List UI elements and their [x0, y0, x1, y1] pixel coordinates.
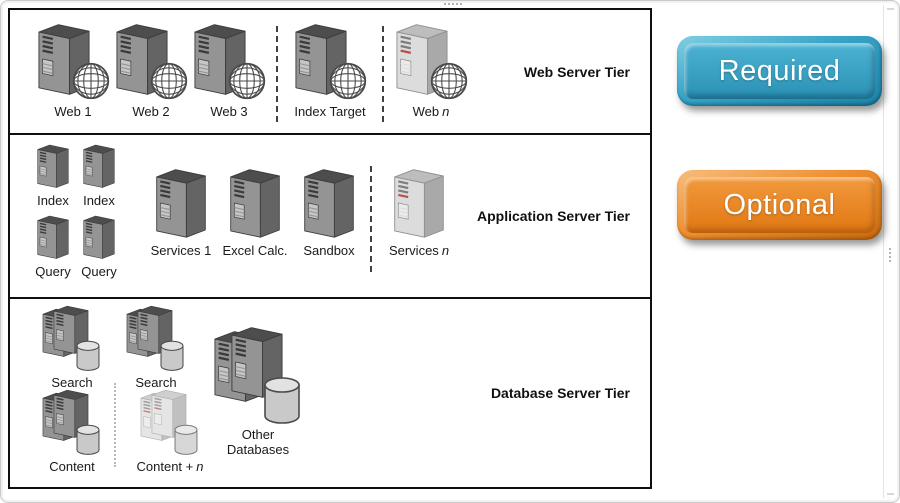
server-label: Content: [49, 459, 95, 474]
server-label: Web 2: [132, 104, 170, 119]
db-server-content-n: Content +n: [126, 387, 214, 475]
services-group: Services 1 Excel Calc. Sandbox: [144, 165, 366, 259]
required-button-label: Required: [718, 54, 841, 87]
server-index-2: Index: [76, 141, 122, 209]
tier-web-server: Web 1 Web 2 Web 3: [10, 10, 650, 133]
server-services-1: Services 1: [144, 165, 218, 259]
tier-label-web: Web Server Tier: [523, 63, 630, 80]
rail-tick-bottom: [887, 493, 894, 495]
server-label: Index Target: [294, 104, 366, 119]
server-web-2: Web 2: [112, 20, 190, 120]
tier-application-server: Index Index Query Query: [10, 133, 650, 297]
server-label: Other Databases: [226, 427, 290, 457]
index-query-group: Index Index Query Query: [30, 141, 122, 280]
server-label: Search: [135, 375, 177, 390]
server-label: Index: [83, 193, 115, 208]
database-server-icon: [42, 389, 100, 455]
splitter-grip-horizontal[interactable]: [444, 3, 462, 5]
server-label: Index: [37, 193, 69, 208]
deployment-diagram: Web 1 Web 2 Web 3: [8, 8, 652, 489]
server-label: Query: [81, 263, 117, 279]
server-label: Sandbox: [303, 243, 355, 258]
server-label: Services 1: [150, 243, 212, 258]
splitter-grip-vertical[interactable]: [889, 248, 891, 262]
tier-database-server: Search Search Content Content +n: [10, 297, 650, 487]
dashed-divider: [276, 26, 278, 122]
app-server-icon: [82, 215, 116, 260]
right-rail: [883, 5, 897, 498]
app-server-icon: [82, 144, 116, 189]
web-server-icon: [193, 23, 266, 100]
db-server-search-2: Search: [118, 303, 194, 391]
dotted-divider: [114, 383, 116, 467]
server-index-target: Index Target: [286, 20, 374, 120]
optional-button[interactable]: Optional: [677, 170, 882, 240]
server-query-1: Query: [30, 212, 76, 280]
server-label: Web 3: [210, 104, 248, 119]
server-label: Content +n: [136, 459, 204, 474]
server-web-3: Web 3: [190, 20, 268, 120]
rail-tick-top: [887, 8, 894, 10]
app-server-icon: [229, 168, 281, 239]
database-server-icon: [126, 305, 184, 371]
server-web-1: Web 1: [34, 20, 112, 120]
db-server-other-databases: Other Databases: [206, 323, 310, 458]
db-server-content: Content: [34, 387, 110, 475]
app-server-icon: [36, 144, 70, 189]
web-server-icon: [294, 23, 367, 100]
required-button[interactable]: Required: [677, 36, 882, 106]
database-server-icon: [140, 389, 198, 455]
dashed-divider: [370, 166, 372, 272]
app-server-icon: [303, 168, 355, 239]
database-server-icon: [42, 305, 100, 371]
database-server-icon: [213, 326, 300, 424]
optional-button-label: Optional: [723, 188, 836, 221]
server-label: Query: [35, 263, 71, 279]
server-query-2: Query: [76, 212, 122, 280]
dashed-divider: [382, 26, 384, 122]
web-server-icon: [115, 23, 188, 100]
tier-label-database: Database Server Tier: [490, 385, 630, 401]
server-sandbox: Sandbox: [292, 165, 366, 259]
tier-label-application: Application Server Tier: [476, 208, 630, 224]
app-server-icon: [36, 215, 70, 260]
server-label: Excel Calc.: [222, 243, 288, 258]
app-server-icon: [155, 168, 207, 239]
server-index-1: Index: [30, 141, 76, 209]
web-server-icon: [37, 23, 110, 100]
app-server-icon: [393, 168, 445, 239]
required-button-face: Required: [684, 43, 875, 99]
optional-button-face: Optional: [684, 177, 875, 233]
server-excel-calc: Excel Calc.: [218, 165, 292, 259]
server-label: Search: [51, 375, 93, 390]
server-label: Web 1: [54, 104, 92, 119]
db-server-search-1: Search: [34, 303, 110, 391]
web-server-icon: [395, 23, 468, 100]
